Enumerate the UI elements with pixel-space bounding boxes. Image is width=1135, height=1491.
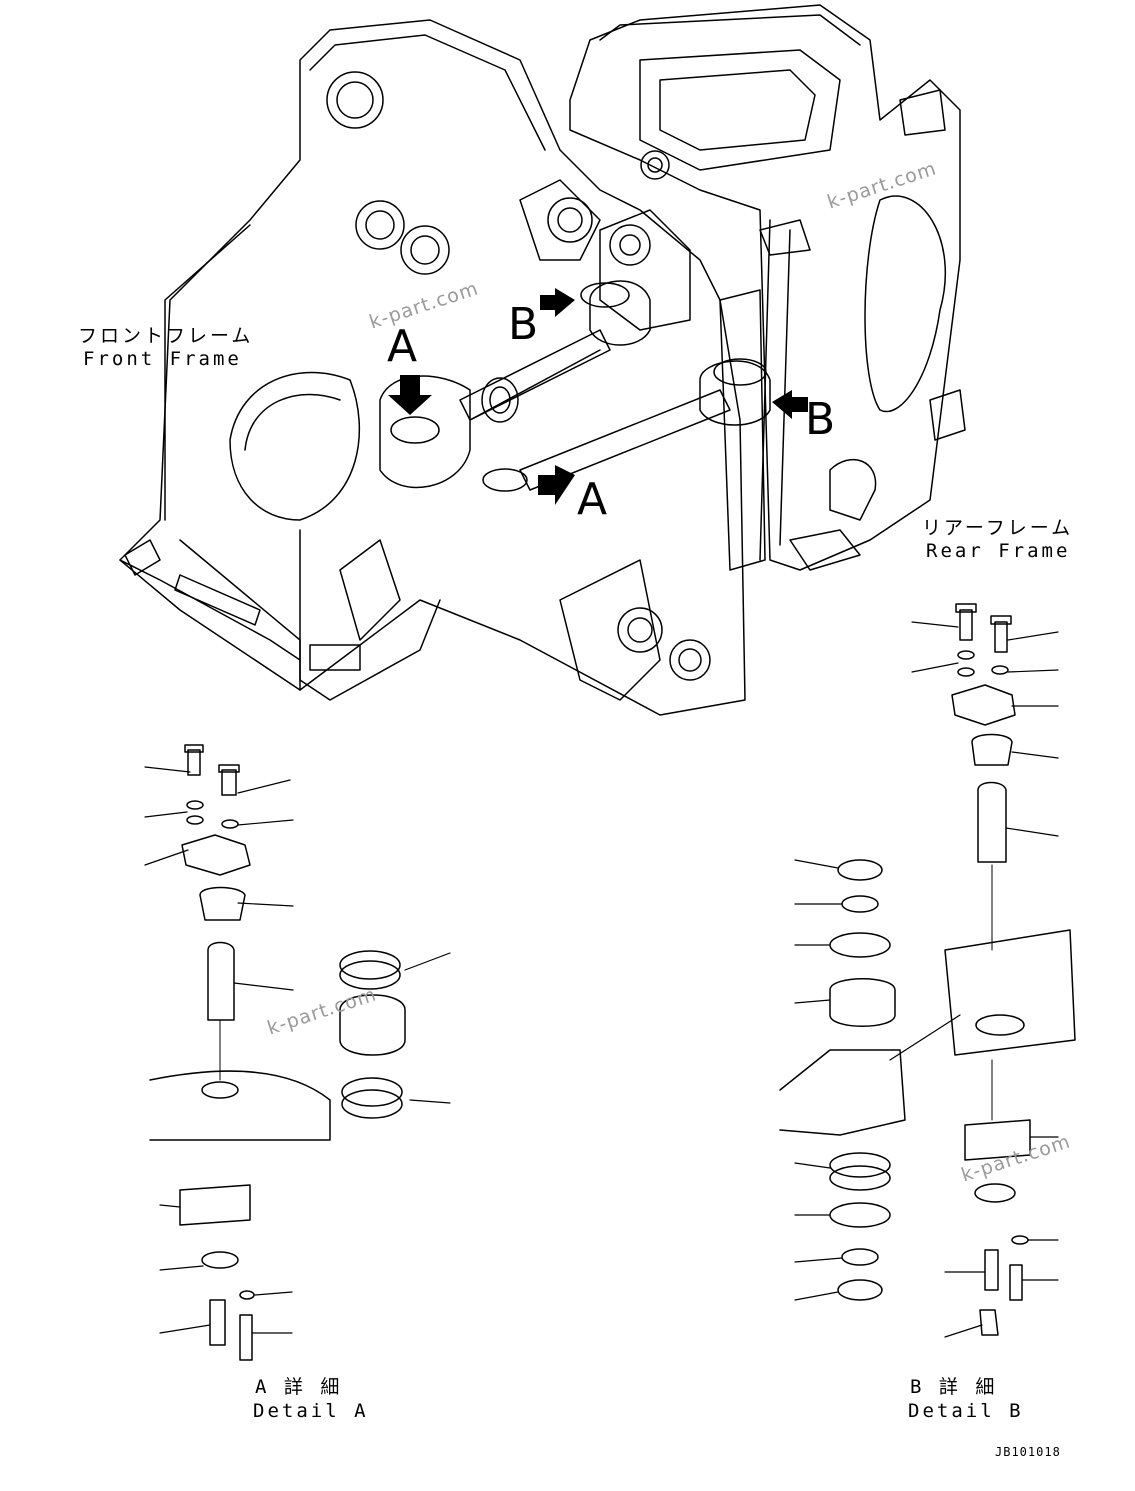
- rear-frame-label-ja: リアーフレーム: [922, 517, 1074, 539]
- front-frame-drawing: [119, 19, 746, 716]
- detail-a-label-en: Detail A: [253, 1400, 369, 1422]
- rear-frame-label-en: Rear Frame: [926, 540, 1071, 562]
- drawing-code: JB101018: [995, 1445, 1061, 1459]
- detail-a-parts: [149, 744, 406, 1361]
- view-marker-b-right: B: [805, 394, 836, 445]
- view-marker-b-top: B: [508, 299, 539, 350]
- view-arrows: [388, 288, 808, 505]
- connecting-assembly: [390, 280, 771, 492]
- front-frame-label-ja: フロントフレーム: [78, 325, 254, 347]
- detail-b-label-en: Detail B: [908, 1400, 1024, 1422]
- center-lines: [219, 864, 993, 1121]
- view-marker-a-bottom: A: [577, 474, 608, 525]
- view-marker-a-top: A: [387, 321, 418, 372]
- front-frame-label-en: Front Frame: [83, 348, 242, 370]
- leader-lines: [144, 621, 1059, 1338]
- rear-frame-drawing: [569, 4, 966, 571]
- detail-a-label-ja: A 詳 細: [255, 1376, 343, 1398]
- detail-b-parts: [779, 603, 1076, 1336]
- detail-b-label-ja: B 詳 細: [910, 1376, 998, 1398]
